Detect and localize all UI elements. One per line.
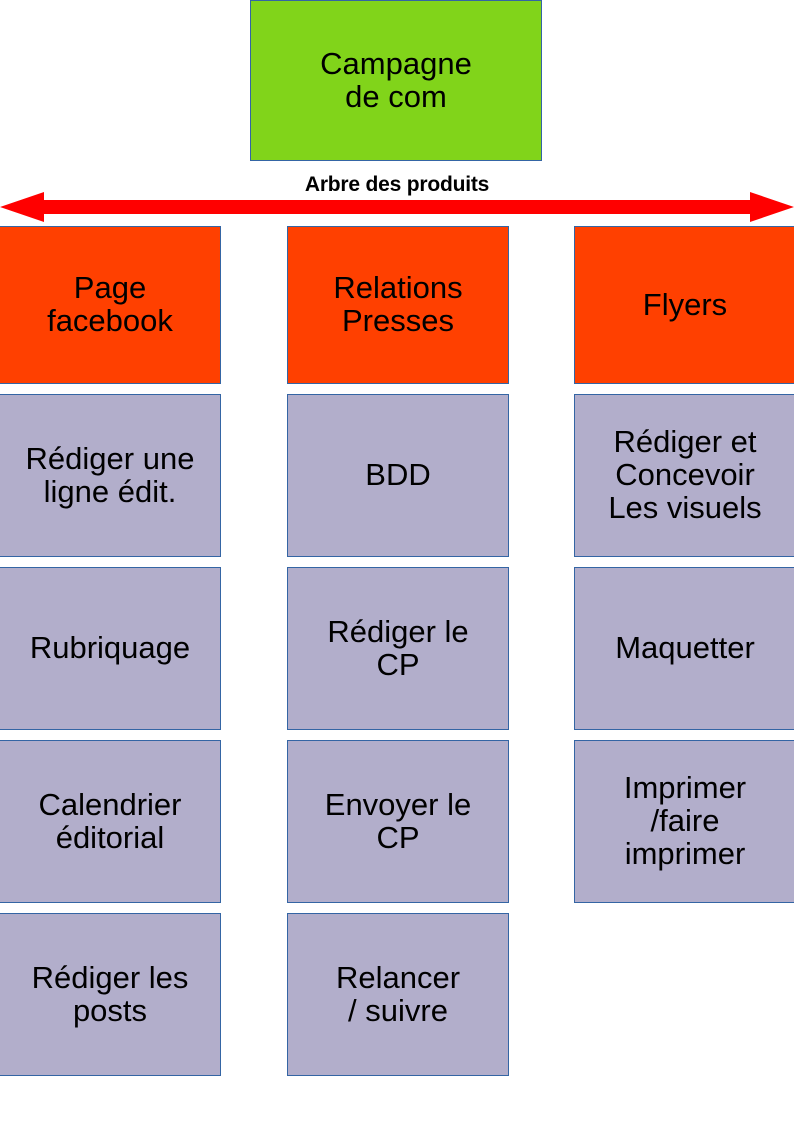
task-node-rediger-une-ligne-edit[interactable]: Rédiger une ligne édit. [0, 394, 221, 557]
task-node-rubriquage[interactable]: Rubriquage [0, 567, 221, 730]
product-node-label: Page facebook [47, 270, 173, 338]
product-node-label: Flyers [642, 286, 728, 322]
task-node-label: Calendrier éditorial [38, 786, 182, 855]
axis-label-arbre-des-produits: Arbre des produits [304, 173, 490, 196]
task-node-label: BDD [365, 457, 431, 493]
task-node-envoyer-le-cp[interactable]: Envoyer le CP [287, 740, 509, 903]
task-node-label: Imprimer /faire imprimer [623, 770, 747, 871]
root-node-label: Campagne de com [320, 45, 472, 114]
task-node-rediger-le-cp[interactable]: Rédiger le CP [287, 567, 509, 730]
task-node-label: Rubriquage [29, 630, 191, 666]
task-node-label: Rédiger une ligne édit. [25, 440, 195, 509]
task-node-label: Rédiger le CP [327, 613, 469, 682]
product-node-flyers[interactable]: Flyers [574, 226, 794, 384]
task-node-relancer-suivre[interactable]: Relancer / suivre [287, 913, 509, 1076]
product-node-page-facebook[interactable]: Page facebook [0, 226, 221, 384]
task-node-rediger-les-posts[interactable]: Rédiger les posts [0, 913, 221, 1076]
root-node-campagne-de-com[interactable]: Campagne de com [250, 0, 542, 161]
product-node-relations-presses[interactable]: Relations Presses [287, 226, 509, 384]
task-node-maquetter[interactable]: Maquetter [574, 567, 794, 730]
task-node-label: Rédiger et Concevoir Les visuels [608, 424, 762, 525]
task-node-imprimer-faire-imprimer[interactable]: Imprimer /faire imprimer [574, 740, 794, 903]
task-node-label: Relancer / suivre [335, 959, 461, 1028]
product-node-label: Relations Presses [333, 270, 463, 338]
task-node-label: Maquetter [615, 630, 755, 666]
task-node-bdd[interactable]: BDD [287, 394, 509, 557]
task-node-label: Envoyer le CP [324, 786, 472, 855]
task-node-calendrier-editorial[interactable]: Calendrier éditorial [0, 740, 221, 903]
task-node-label: Rédiger les posts [31, 959, 189, 1028]
double-arrow-icon [0, 192, 794, 222]
task-node-rediger-et-concevoir-les-visuels[interactable]: Rédiger et Concevoir Les visuels [574, 394, 794, 557]
